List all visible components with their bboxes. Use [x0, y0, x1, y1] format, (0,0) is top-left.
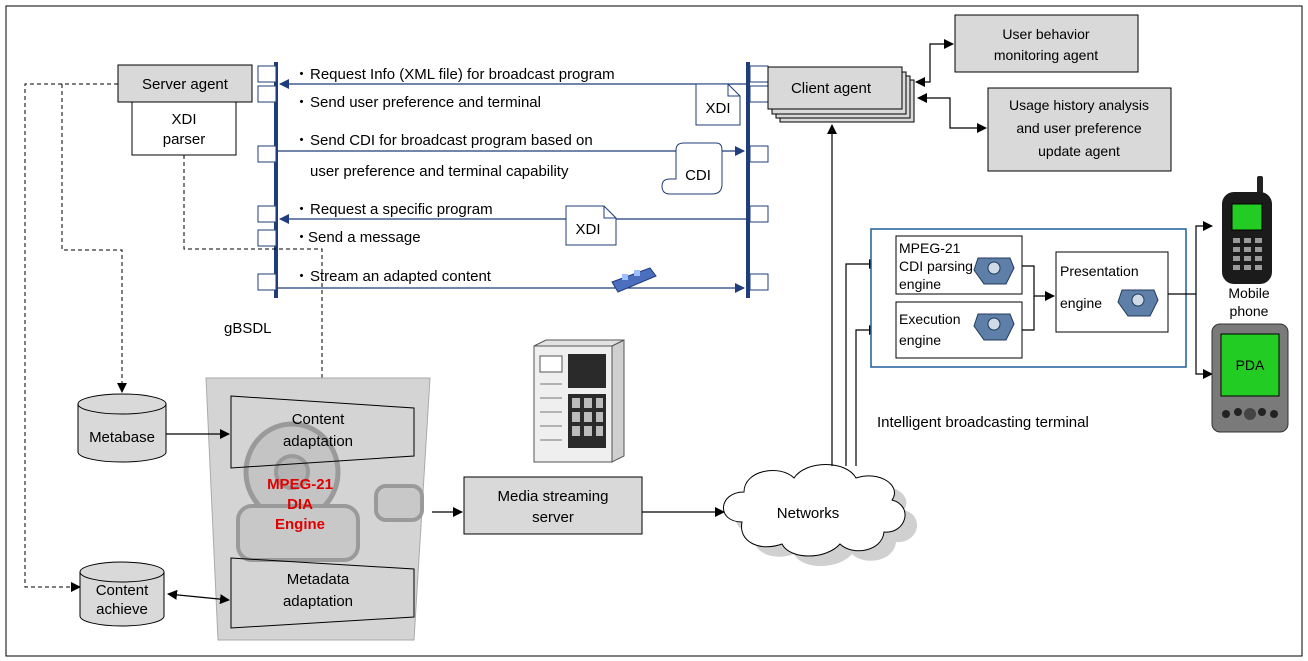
content-achieve-cylinder: Content achieve [79, 561, 165, 627]
xdi-document-1: XDI [695, 83, 741, 126]
user-behavior-agent-box: User behavior monitoring agent [954, 14, 1139, 73]
gbsdl-label: gBSDL [224, 320, 272, 337]
media-server-label-1: Media streaming [498, 488, 609, 505]
usage-history-label-1: Usage history analysis [1009, 97, 1149, 113]
message-4: Request a specific program [310, 201, 493, 218]
engine-icon-3 [1117, 289, 1159, 317]
engine-icons [973, 257, 1159, 341]
metadata-adaptation-label-1: Metadata [287, 571, 350, 588]
server-tower-icon [533, 339, 625, 463]
cdi-doc-label: CDI [685, 167, 711, 184]
xdi-document-2: XDI [565, 205, 617, 246]
user-behavior-label-2: monitoring agent [994, 47, 1098, 63]
usage-history-label-3: update agent [1038, 143, 1120, 159]
svg-text:・: ・ [294, 94, 309, 111]
content-adaptation-label-2: adaptation [283, 433, 353, 450]
cdi-engine-label-3: engine [899, 276, 941, 292]
usage-history-agent-box: Usage history analysis and user preferen… [987, 87, 1172, 172]
message-6: Stream an adapted content [310, 268, 492, 285]
terminal-internal-arrows [1022, 221, 1213, 379]
content-adaptation-box: Content adaptation [230, 395, 415, 469]
svg-text:・: ・ [294, 66, 309, 83]
message-arrows [278, 79, 748, 293]
server-agent-label: Server agent [142, 76, 229, 93]
cdi-document: CDI [661, 142, 723, 195]
mobile-phone-icon [1222, 176, 1272, 284]
svg-text:・: ・ [294, 268, 309, 285]
dia-engine-title: MPEG-21 DIA Engine [267, 476, 333, 533]
dia-engine-label-2: DIA [287, 496, 313, 513]
cdi-engine-label-2: CDI parsing [899, 258, 973, 274]
metadata-adaptation-label-2: adaptation [283, 593, 353, 610]
cdi-engine-label-1: MPEG-21 [899, 240, 961, 256]
presentation-engine-label-1: Presentation [1060, 263, 1139, 279]
svg-text:・: ・ [294, 132, 309, 149]
svg-text:・: ・ [294, 201, 309, 218]
user-behavior-label-1: User behavior [1002, 26, 1089, 42]
terminal-caption: Intelligent broadcasting terminal [877, 414, 1089, 431]
client-agent-label: Client agent [791, 80, 872, 97]
media-streaming-server-box: Media streaming server [463, 476, 643, 535]
message-5: Send a message [308, 229, 421, 246]
client-agent-stack: Client agent [767, 66, 915, 123]
media-server-label-2: server [532, 509, 574, 526]
dia-engine-block [205, 377, 431, 641]
usage-history-label-2: and user preference [1016, 120, 1142, 136]
message-3b: user preference and terminal capability [310, 163, 569, 180]
content-achieve-label-2: achieve [96, 601, 148, 618]
message-labels: ・Request Info (XML file) for broadcast p… [294, 66, 615, 285]
message-2: Send user preference and terminal [310, 94, 541, 111]
metabase-cylinder: Metabase [77, 393, 167, 463]
xdi-parser-box: XDI parser [131, 101, 237, 156]
pda-icon: PDA [1211, 323, 1289, 433]
lifeline-stubs [257, 65, 769, 291]
dashed-connectors [24, 83, 327, 592]
message-3a: Send CDI for broadcast program based on [310, 132, 593, 149]
metabase-label: Metabase [89, 429, 155, 446]
networks-label: Networks [777, 505, 840, 522]
achieve-to-metadata [167, 589, 230, 605]
xdi-doc-label-1: XDI [705, 100, 730, 117]
execution-engine-label-1: Execution [899, 311, 960, 327]
mobile-phone-label-2: phone [1230, 303, 1269, 319]
content-adaptation-label-1: Content [292, 411, 345, 428]
mobile-phone-label-1: Mobile [1228, 285, 1269, 301]
engine-icon-1 [973, 257, 1015, 285]
dia-engine-label-3: Engine [275, 516, 325, 533]
xdi-parser-label-2: parser [163, 131, 206, 148]
networks-cloud: Networks [723, 464, 918, 566]
message-1: Request Info (XML file) for broadcast pr… [310, 66, 615, 83]
svg-text:・: ・ [294, 229, 309, 246]
execution-engine-label-2: engine [899, 332, 941, 348]
stream-content-icon [611, 267, 657, 293]
agent-connectors [915, 39, 987, 133]
pda-label: PDA [1236, 357, 1265, 373]
xdi-parser-label-1: XDI [171, 111, 196, 128]
content-achieve-label-1: Content [96, 582, 149, 599]
xdi-doc-label-2: XDI [575, 221, 600, 238]
metadata-adaptation-box: Metadata adaptation [230, 557, 415, 629]
presentation-engine-label-2: engine [1060, 295, 1102, 311]
engine-icon-2 [973, 313, 1015, 341]
dia-engine-label-1: MPEG-21 [267, 476, 333, 493]
server-agent-box: Server agent [117, 64, 253, 103]
